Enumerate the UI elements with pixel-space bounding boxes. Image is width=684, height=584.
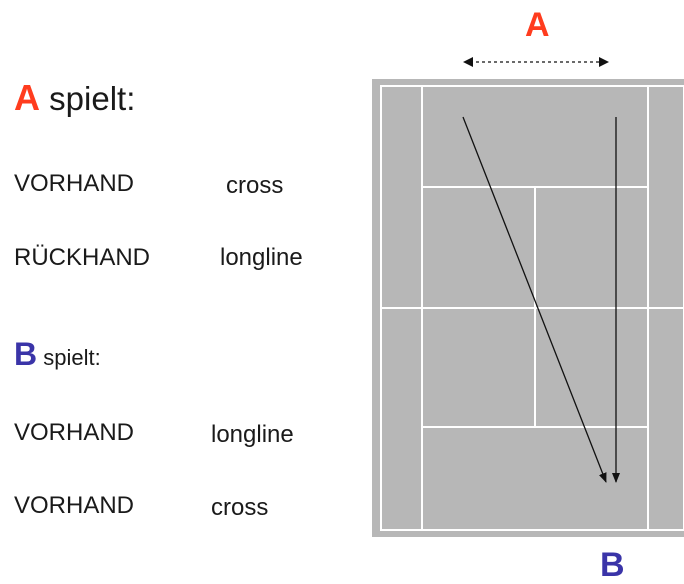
b-shot-2-direction: cross — [211, 494, 269, 521]
range-left-arrowhead — [463, 57, 473, 67]
a-shot-1-stroke: VORHAND — [14, 170, 135, 197]
a-shot-2-stroke: RÜCKHAND — [14, 244, 151, 271]
b-shot-1-direction: longline — [211, 421, 294, 448]
court-top-player-label: A — [525, 6, 550, 44]
a-shot-2-direction: longline — [220, 244, 303, 271]
player-b-letter: B — [14, 336, 38, 372]
range-right-arrowhead — [599, 57, 609, 67]
b-shot-2-stroke: VORHAND — [14, 492, 135, 519]
player-b-heading: B spielt: — [14, 338, 101, 370]
player-a-letter: A — [14, 77, 40, 118]
court-bottom-player-label: B — [600, 546, 625, 584]
a-shot-1-direction: cross — [226, 172, 284, 199]
player-a-movement-range — [463, 57, 609, 67]
court-lines — [380, 85, 684, 531]
player-a-heading-suffix: spielt: — [49, 80, 136, 117]
cross-shot-arrow — [462, 116, 607, 483]
player-a-heading: A spielt: — [14, 80, 135, 116]
player-b-heading-suffix: spielt: — [43, 345, 101, 370]
b-shot-1-stroke: VORHAND — [14, 419, 135, 446]
